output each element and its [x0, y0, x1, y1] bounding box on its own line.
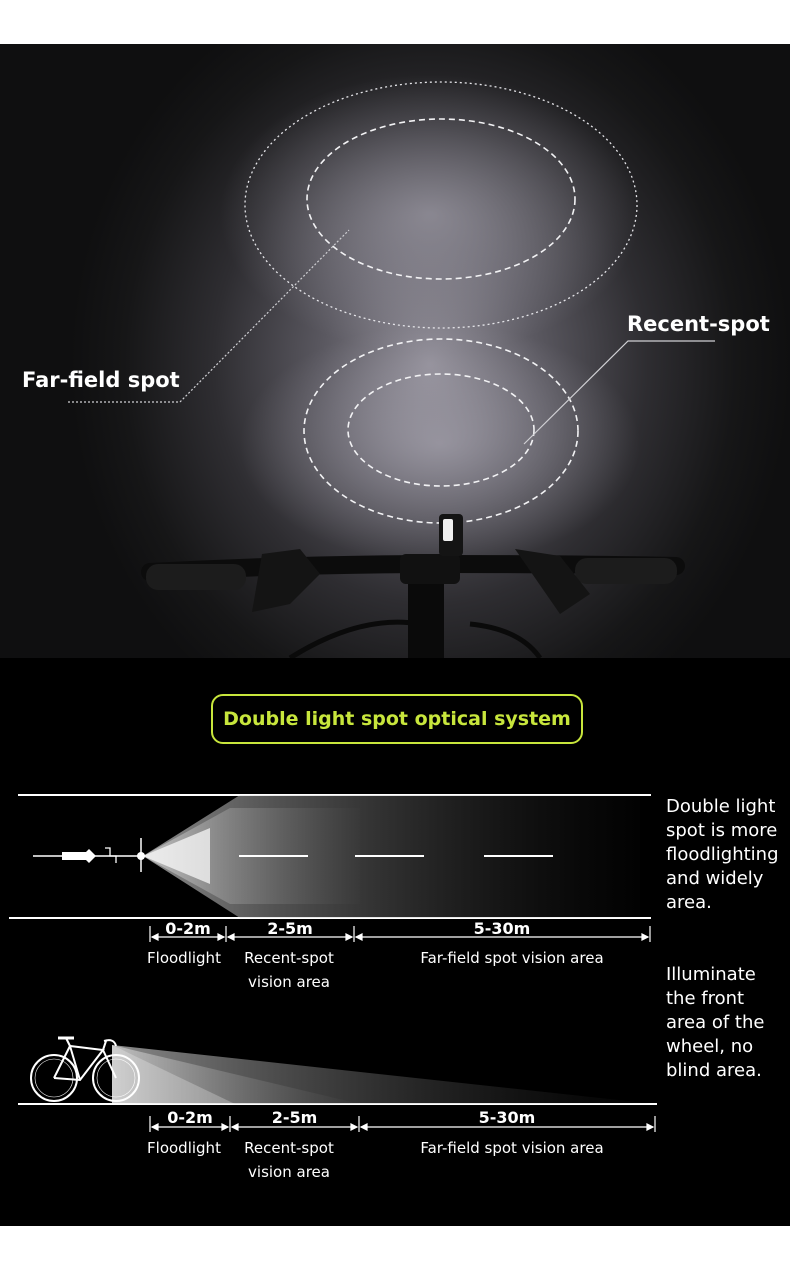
- side-view-diagram: [18, 1036, 657, 1132]
- top-distance-arrows: [149, 926, 651, 942]
- far-field-spot-label: Far-field spot: [22, 368, 180, 392]
- section-title: Double light spot optical system: [211, 694, 583, 744]
- side-flood-beam: [112, 1045, 235, 1104]
- recent-spot-label: Recent-spot: [627, 312, 770, 336]
- flood-beam: [143, 828, 210, 884]
- bottom-zone-floodlight: Floodlight: [147, 1139, 221, 1157]
- bottom-distance-arrows: [149, 1116, 656, 1132]
- far-field-inner-ring: [306, 118, 576, 280]
- hero-illustration: [68, 74, 715, 658]
- top-zone-far-field: Far-field spot vision area: [420, 949, 604, 967]
- bottom-dist-0-2m: 0-2m: [167, 1108, 213, 1127]
- far-field-outer-ring: [244, 81, 638, 329]
- far-field-leader: [68, 229, 350, 403]
- bottom-zone-recent-spot: Recent-spot vision area: [244, 1139, 334, 1181]
- near-glow: [240, 324, 640, 564]
- bottom-dist-2-5m: 2-5m: [271, 1108, 318, 1127]
- top-dist-0-2m: 0-2m: [165, 919, 211, 938]
- recent-spot-leader: [523, 340, 715, 445]
- far-glow: [220, 74, 640, 354]
- bottom-note: Illuminate the front area of the wheel, …: [666, 964, 765, 1081]
- bottom-zone-far-field: Far-field spot vision area: [420, 1139, 604, 1157]
- top-view-diagram: [9, 794, 651, 942]
- bicycle-side-view: [30, 1036, 140, 1102]
- bottom-dist-5-30m: 5-30m: [478, 1108, 536, 1127]
- bike-handlebar: [141, 514, 685, 658]
- recent-spot-inner-ring: [347, 373, 535, 487]
- bike-top-view: [33, 838, 145, 872]
- top-dist-2-5m: 2-5m: [267, 919, 313, 938]
- side-near-beam: [112, 1045, 360, 1104]
- top-zone-floodlight: Floodlight: [147, 949, 221, 967]
- diagram-section: Double light spot optical system: [0, 658, 790, 1226]
- hero-photo: Far-field spot Recent-spot: [0, 44, 790, 658]
- top-note: Double light spot is more floodlighting …: [666, 796, 779, 913]
- beam-diagrams: [9, 794, 657, 1132]
- top-dist-5-30m: 5-30m: [473, 919, 531, 938]
- top-zone-recent-spot: Recent-spot vision area: [244, 949, 334, 991]
